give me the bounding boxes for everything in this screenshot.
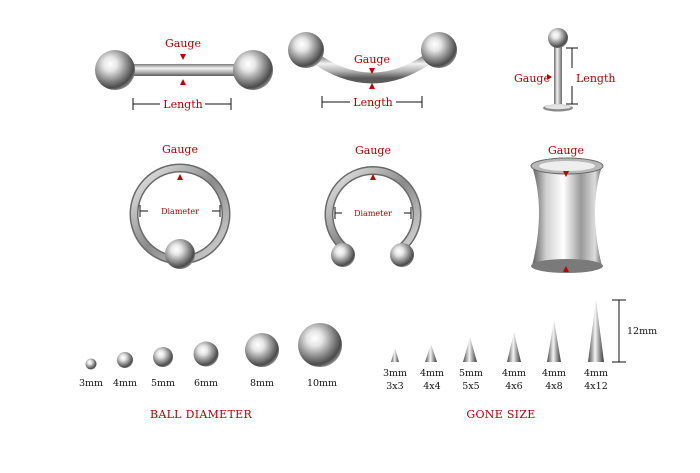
cone-size-row: 12mm 3mm 3x3 4mm 4x4 5mm 5x5 4mm 4x6 4mm…: [383, 299, 657, 421]
gauge-label: Gauge: [355, 144, 391, 157]
flesh-tunnel: Gauge: [530, 144, 604, 273]
cone-5x5: [463, 337, 477, 362]
ball-4mm: [117, 352, 133, 368]
length-dimension: Length: [321, 96, 423, 109]
length-dimension: Length: [566, 47, 615, 105]
length-label: Length: [576, 72, 615, 85]
cone-4x6: [507, 332, 521, 362]
cone-size-top: 4mm: [502, 368, 526, 379]
cone-size-top: 5mm: [459, 368, 483, 379]
cone-size-bottom: 4x4: [423, 381, 440, 392]
diameter-label: Diameter: [161, 207, 199, 216]
length-label: Length: [163, 98, 202, 111]
ball-10mm: [298, 323, 342, 367]
straight-barbell: Gauge Length: [95, 37, 273, 111]
cone-size-top: 4mm: [584, 368, 608, 379]
gauge-label: Gauge: [162, 143, 198, 156]
ball-size-row: 3mm 4mm 5mm 6mm 8mm 10mm BALL DIAMETER: [79, 323, 342, 421]
ball-size-label: 8mm: [250, 378, 274, 389]
cone-size-bottom: 4x8: [545, 381, 562, 392]
cone-height-label: 12mm: [627, 326, 657, 337]
cone-3x3: [391, 348, 399, 362]
length-label: Length: [353, 96, 392, 109]
cone-size-top: 4mm: [542, 368, 566, 379]
horseshoe-ring: Gauge Diameter: [324, 144, 422, 267]
cone-size-top: 4mm: [420, 368, 444, 379]
ball-size-label: 5mm: [151, 378, 175, 389]
gauge-label: Gauge: [354, 53, 390, 66]
cone-size-bottom: 4x6: [505, 381, 522, 392]
cone-4x4: [425, 344, 437, 362]
ball-3mm: [85, 358, 97, 370]
ball-size-label: 4mm: [113, 378, 137, 389]
diameter-dimension: Diameter: [139, 205, 221, 217]
cone-4x12: [588, 300, 604, 362]
ball-size-label: 10mm: [307, 378, 337, 389]
cone-size-bottom: 4x12: [584, 381, 608, 392]
cone-height-dimension: 12mm: [612, 299, 657, 363]
cone-size-bottom: 3x3: [386, 381, 403, 392]
gauge-label: Gauge: [548, 144, 584, 157]
captive-bead-ring: Gauge Diameter: [129, 143, 231, 269]
ball-diameter-title: BALL DIAMETER: [150, 408, 253, 421]
ball-5mm: [153, 347, 173, 367]
cone-size-top: 3mm: [383, 368, 407, 379]
ball-size-label: 6mm: [194, 378, 218, 389]
ball-8mm: [245, 333, 279, 367]
cone-size-bottom: 5x5: [462, 381, 479, 392]
labret-stud: Gauge Length: [514, 28, 615, 112]
cone-size-title: GONE SIZE: [466, 408, 535, 421]
length-dimension: Length: [132, 98, 232, 111]
cone-4x8: [547, 320, 561, 362]
ball-size-label: 3mm: [79, 378, 103, 389]
diameter-dimension: Diameter: [334, 207, 412, 219]
gauge-label: Gauge: [514, 72, 550, 85]
gauge-label: Gauge: [165, 37, 201, 50]
diameter-label: Diameter: [354, 209, 392, 218]
curved-barbell: Gauge Length: [288, 32, 457, 109]
ball-6mm: [193, 341, 219, 367]
